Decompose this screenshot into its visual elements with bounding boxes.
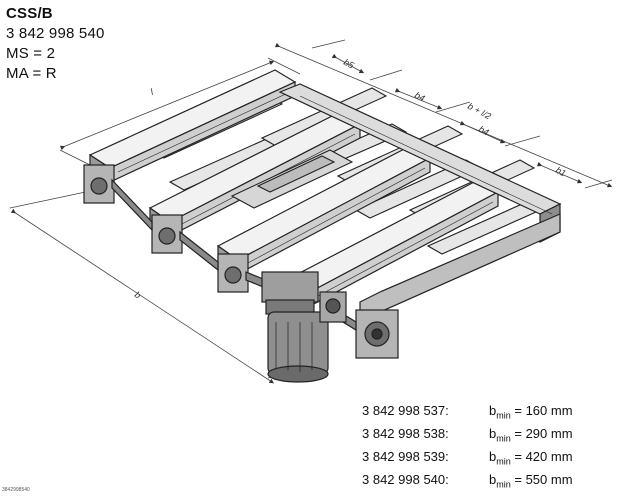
dim-l: l (149, 86, 156, 96)
dim-b5-top: b5 (342, 57, 356, 71)
side-frame (278, 83, 562, 323)
center-plate (230, 149, 354, 209)
bmin-cell: bmin = 420 mm (489, 449, 573, 467)
part-number-cell: 3 842 998 537: (362, 403, 449, 418)
bmin-cell: bmin = 290 mm (489, 426, 573, 444)
ma-parameter: MA = R (6, 65, 57, 82)
table-row: 3 842 998 539: bmin = 420 mm (362, 448, 573, 471)
dim-b4-mid: b4 (413, 90, 427, 104)
part-table: 3 842 998 537: bmin = 160 mm 3 842 998 5… (362, 402, 573, 494)
dim-b-plus-l: b + l/2 (466, 101, 493, 121)
table-row: 3 842 998 537: bmin = 160 mm (362, 402, 573, 425)
dim-b: b (133, 289, 143, 300)
part-number-cell: 3 842 998 538: (362, 426, 449, 442)
dim-b4-lower: b4 (477, 124, 491, 138)
table-row: 3 842 998 540: bmin = 550 mm (362, 471, 573, 494)
bmin-cell: bmin = 160 mm (489, 403, 573, 421)
product-code: CSS/B (6, 5, 53, 22)
part-number-cell: 3 842 998 539: (362, 449, 449, 465)
part-number-cell: 3 842 998 540: (362, 472, 449, 488)
bmin-cell: bmin = 550 mm (489, 472, 573, 490)
footer-code: 3842998540 (2, 487, 30, 493)
table-row: 3 842 998 538: bmin = 290 mm (362, 425, 573, 448)
drive-heads (83, 164, 399, 359)
dimension-lines (9, 39, 613, 384)
ms-parameter: MS = 2 (6, 45, 56, 62)
part-number: 3 842 998 540 (6, 25, 105, 42)
dim-b1: b1 (554, 165, 568, 179)
motor-gearbox (261, 271, 347, 383)
